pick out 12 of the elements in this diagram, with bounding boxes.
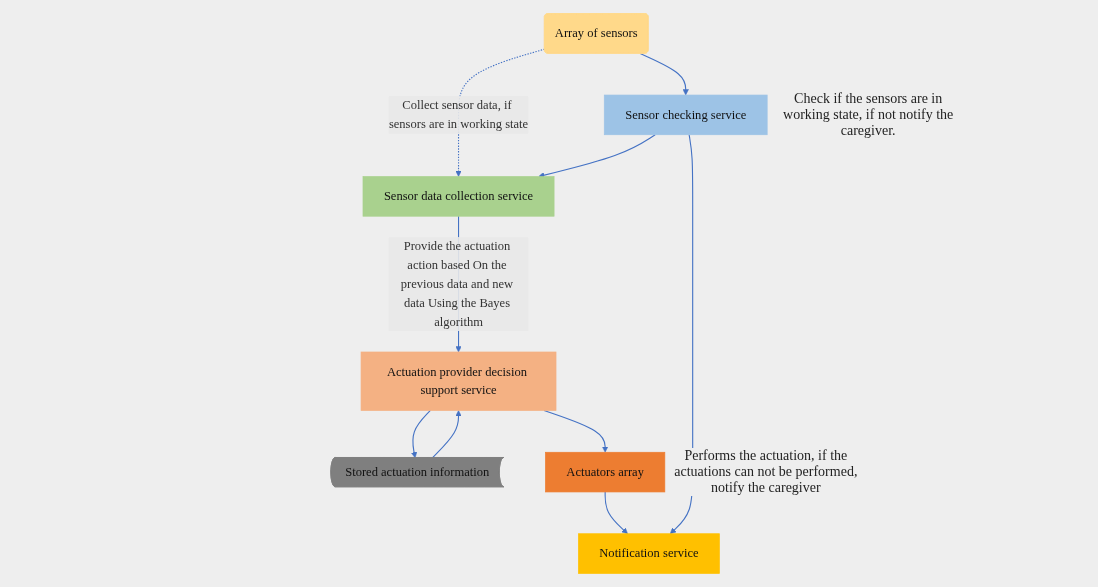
node-box: Sensor checking service [603,94,768,136]
node-box: Actuators array [545,451,666,493]
arrow [639,53,689,96]
arrow [411,409,431,459]
node-box: Notification service [578,533,720,574]
arrow [431,410,462,459]
edge-label: Provide the actuation action based On the previous data and new data Using the Bayes algorithm [400,239,514,329]
edge-label: Collect sensor data, if sensors are in working state [388,98,529,131]
node-box: Sensor data collection service [362,176,555,217]
node-box: Actuation provider decision support service [360,351,557,411]
arrow [604,491,628,534]
arrow [669,134,694,534]
